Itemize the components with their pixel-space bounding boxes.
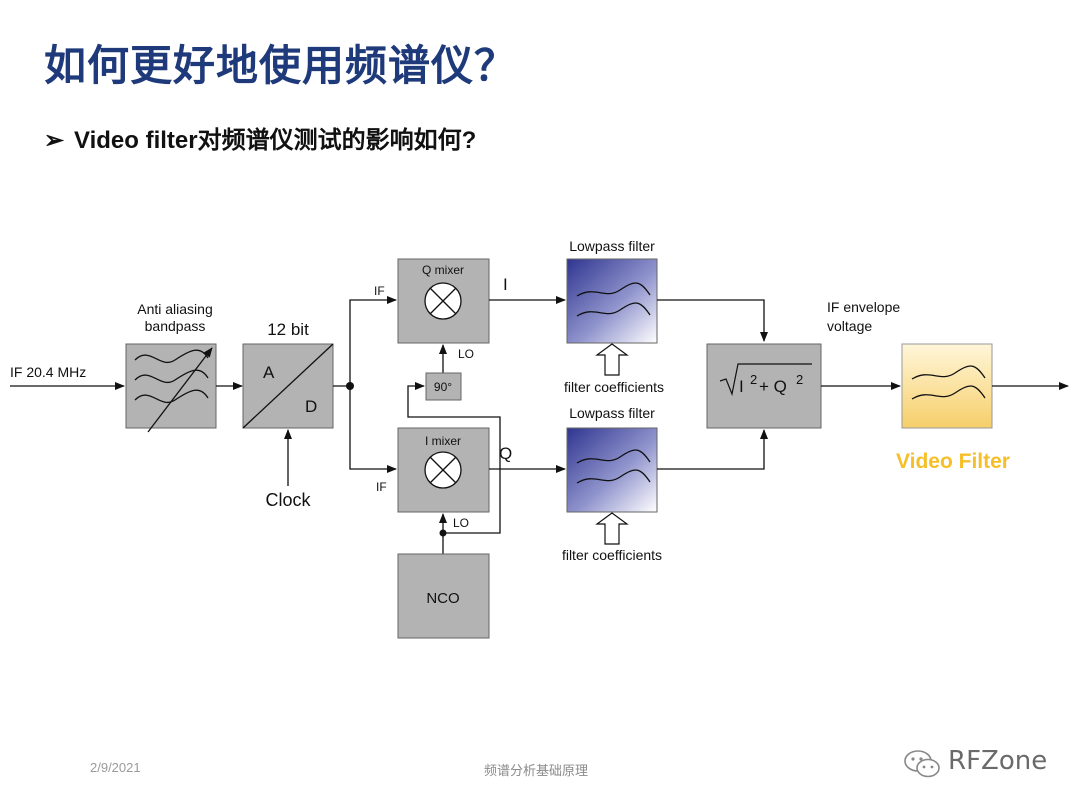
lowpass-bottom-label: Lowpass filter: [569, 405, 655, 421]
coeff-bottom-arrow-icon: [595, 512, 629, 545]
adc-bits-label: 12 bit: [267, 320, 309, 339]
lowpass-top-block: [566, 258, 658, 344]
adc-a-label: A: [263, 363, 275, 382]
if-i-label: IF: [376, 480, 387, 494]
anti-alias-label-2: bandpass: [145, 318, 206, 334]
slide-title: 如何更好地使用频谱仪？: [44, 41, 518, 90]
formula-i: I: [739, 377, 744, 396]
i-mixer-block: [397, 427, 490, 513]
coeff-top-label: filter coefficients: [564, 379, 664, 395]
envelope-label-2: voltage: [827, 318, 872, 334]
lowpass-top-icon: [576, 282, 651, 317]
footer-title: 频谱分析基础原理: [484, 763, 589, 778]
footer-date: 2/9/2021: [90, 760, 141, 775]
adc-d-label: D: [305, 397, 317, 416]
formula-plus-q: + Q: [759, 377, 787, 396]
nco-block: [397, 553, 490, 639]
bullet-text: Video filter对频谱仪测试的影响如何?: [74, 127, 477, 154]
brand-name: RFZone: [948, 746, 1048, 776]
video-filter-label: Video Filter: [896, 450, 1010, 473]
bandpass-icon: [134, 347, 213, 433]
anti-alias-filter-block: [125, 343, 217, 429]
wechat-logo-icon: [904, 750, 940, 778]
coeff-top-arrow-icon: [595, 343, 629, 376]
formula-exp-1: 2: [750, 372, 757, 387]
bullet-arrow-icon: ➢: [44, 127, 65, 154]
clock-label: Clock: [265, 490, 311, 510]
video-filter-icon: [911, 365, 986, 400]
phase-shift-label: 90°: [434, 380, 452, 394]
anti-alias-label-1: Anti aliasing: [137, 301, 213, 317]
lo-i-label: LO: [453, 516, 469, 530]
lowpass-top-label: Lowpass filter: [569, 238, 655, 254]
i-to-magnitude-line: [657, 299, 768, 342]
input-label: IF 20.4 MHz: [10, 364, 86, 380]
bullet-line: ➢ Video filter对频谱仪测试的影响如何?: [44, 120, 476, 155]
adc-diagonal: [242, 343, 334, 429]
q-to-magnitude-line: [657, 429, 768, 470]
i-mixer-label: I mixer: [425, 434, 461, 448]
lo-feedback-line: [407, 382, 501, 534]
split-line-down: [349, 386, 397, 473]
magnitude-block: [706, 343, 822, 429]
sqrt-icon: [719, 363, 812, 397]
envelope-label-1: IF envelope: [827, 299, 900, 315]
q-mixer-icon: [424, 282, 462, 320]
nco-label: NCO: [426, 590, 459, 607]
lo-q-label: LO: [458, 347, 474, 361]
lo-node: [439, 529, 447, 537]
q-signal-label: Q: [499, 444, 512, 463]
i-signal-label: I: [503, 275, 508, 294]
formula-exp-2: 2: [796, 372, 803, 387]
lowpass-bottom-block: [566, 427, 658, 513]
lowpass-bottom-icon: [576, 449, 651, 484]
coeff-bottom-label: filter coefficients: [562, 547, 662, 563]
i-mixer-icon: [424, 451, 462, 489]
split-line-up: [349, 296, 397, 386]
phase-shift-block: [425, 372, 462, 401]
if-q-label: IF: [374, 284, 385, 298]
q-mixer-label: Q mixer: [422, 263, 464, 277]
video-filter-block: [901, 343, 993, 429]
